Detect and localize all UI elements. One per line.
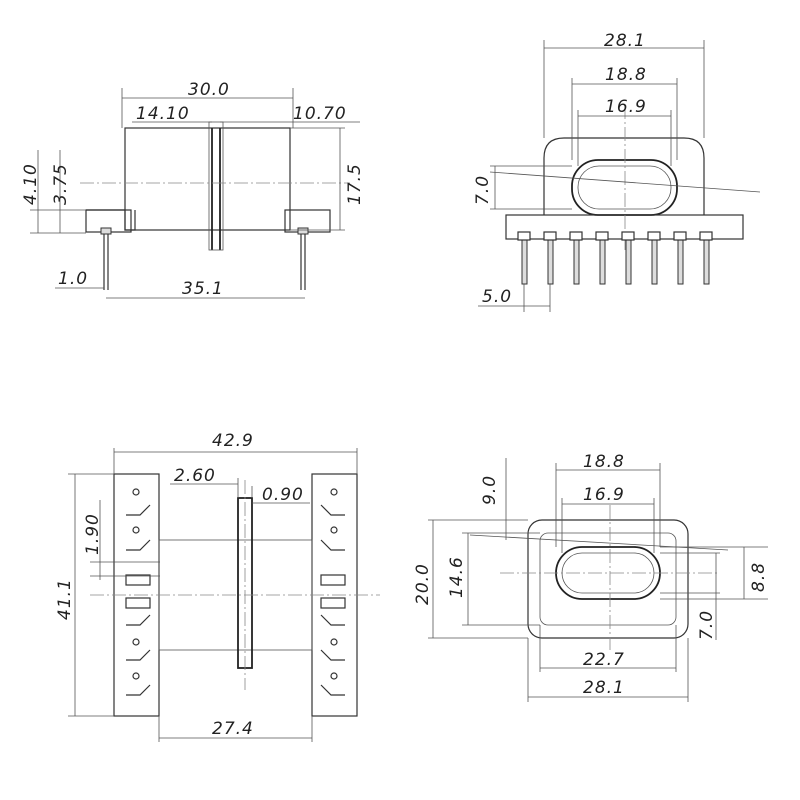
dim-bottom-pin-row: 1.90 xyxy=(83,513,103,555)
dim-front-base-h2: 3.75 xyxy=(51,163,71,205)
side-pin xyxy=(677,238,684,285)
bottom-right-pads xyxy=(320,488,346,696)
dim-bottom-gap: 2.60 xyxy=(174,466,216,486)
dim-bottom-overall-w: 42.9 xyxy=(212,431,254,451)
dim-side-slot: 7.0 xyxy=(473,175,493,205)
side-pins xyxy=(517,231,713,285)
dim-side-outer: 28.1 xyxy=(604,31,646,51)
dim-side-inner: 16.9 xyxy=(605,97,647,117)
dim-side-mid: 18.8 xyxy=(605,65,647,85)
side-view: 28.1 18.8 16.9 7.0 5.0 xyxy=(473,31,761,312)
side-pin xyxy=(521,238,528,285)
top-outer-frame xyxy=(527,519,689,639)
dim-top-inner: 16.9 xyxy=(583,485,625,505)
top-view: 18.8 16.9 9.0 20.0 14.6 8.8 7.0 22.7 xyxy=(413,452,769,702)
side-slot-outer xyxy=(571,159,678,216)
dim-top-mid-h: 14.6 xyxy=(447,556,467,598)
front-coil-body xyxy=(124,127,291,231)
dim-front-base-h1: 4.10 xyxy=(21,163,41,205)
dim-front-height: 17.5 xyxy=(345,163,365,205)
side-pin xyxy=(547,238,554,285)
dim-bottom-overall-h: 41.1 xyxy=(55,578,75,620)
dim-top-offset: 9.0 xyxy=(480,475,500,505)
front-pin-right-head xyxy=(297,227,309,235)
front-view: 30.0 14.10 10.70 17.5 4.10 3.75 1.0 35.1 xyxy=(21,80,365,299)
bottom-left-pads xyxy=(125,488,151,696)
dim-top-slot-h2: 7.0 xyxy=(697,610,717,640)
dim-front-pin-span: 35.1 xyxy=(182,279,224,299)
side-pin xyxy=(573,238,580,285)
side-slot-inner xyxy=(577,165,672,210)
dim-top-outer-h: 20.0 xyxy=(413,563,433,605)
dim-front-flange-right: 10.70 xyxy=(293,104,347,124)
front-center-flange xyxy=(208,121,224,251)
dim-front-pin-dia: 1.0 xyxy=(58,269,88,289)
dim-bottom-inner-w: 27.4 xyxy=(212,719,254,739)
side-pin xyxy=(651,238,658,285)
side-slot-line xyxy=(489,171,761,193)
dim-top-mid: 18.8 xyxy=(583,452,625,472)
dim-side-pitch: 5.0 xyxy=(482,287,512,307)
dim-front-flange-left: 14.10 xyxy=(136,104,190,124)
side-bobbin-top xyxy=(543,137,705,215)
dim-top-inner-w: 22.7 xyxy=(583,650,625,670)
dim-bottom-wall: 0.90 xyxy=(262,485,304,505)
dim-top-outer-w: 28.1 xyxy=(583,678,625,698)
top-inner-frame xyxy=(539,532,677,626)
side-pin xyxy=(703,238,710,285)
dim-front-width: 30.0 xyxy=(188,80,230,100)
side-pin xyxy=(625,238,632,285)
side-pin xyxy=(599,238,606,285)
bottom-view: 42.9 2.60 0.90 1.90 41.1 27.4 xyxy=(55,431,380,742)
dim-top-slot-h: 8.8 xyxy=(749,562,769,592)
front-pin-left-head xyxy=(100,227,112,235)
front-left-base xyxy=(86,209,136,231)
top-slot-line xyxy=(469,534,729,551)
